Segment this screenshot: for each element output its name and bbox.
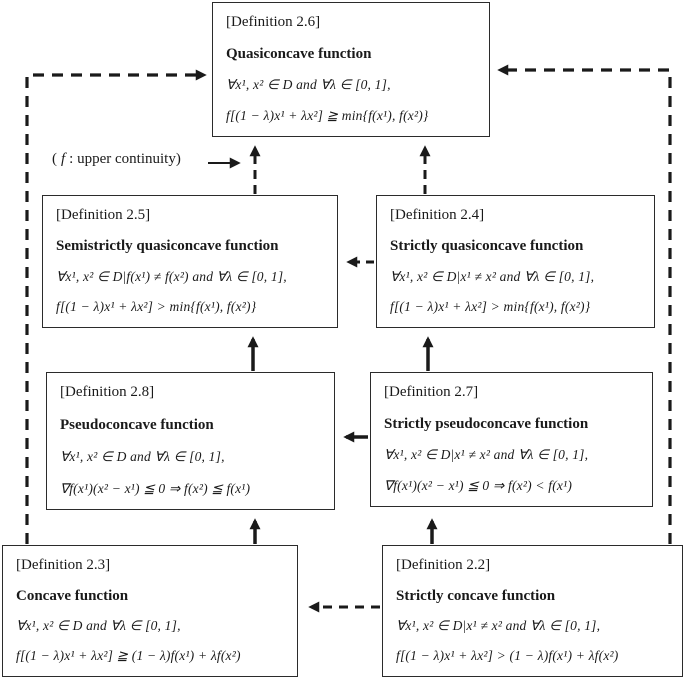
definition-2-4-number: [Definition 2.4]	[390, 207, 485, 223]
definition-2-6-condition: ∀x¹, x² ∈ D and ∀λ ∈ [0, 1],	[226, 77, 391, 93]
definition-2-5-formula: f[(1 − λ)x¹ + λx²] > min{f(x¹), f(x²)}	[56, 299, 257, 314]
definition-2-8-title: Pseudoconcave function	[60, 416, 214, 433]
definition-2-4-box: [Definition 2.4] Strictly quasiconcave f…	[376, 195, 655, 328]
definition-2-5-box: [Definition 2.5] Semistrictly quasiconca…	[42, 195, 338, 328]
definition-2-3-box: [Definition 2.3] Concave function ∀x¹, x…	[2, 545, 298, 677]
definition-2-4-condition: ∀x¹, x² ∈ D|x¹ ≠ x² and ∀λ ∈ [0, 1],	[390, 269, 595, 284]
definition-2-8-box: [Definition 2.8] Pseudoconcave function …	[46, 372, 335, 510]
definition-2-7-condition: ∀x¹, x² ∈ D|x¹ ≠ x² and ∀λ ∈ [0, 1],	[384, 447, 589, 463]
definition-2-3-condition: ∀x¹, x² ∈ D and ∀λ ∈ [0, 1],	[16, 618, 181, 634]
definition-2-8-number: [Definition 2.8]	[60, 384, 155, 400]
arrow-strictly-concave-to-quasiconcave	[497, 64, 672, 544]
definition-2-7-formula: ∇f(x¹)(x² − x¹) ≦ 0 ⇒ f(x²) < f(x¹)	[384, 477, 573, 493]
definition-2-2-formula: f[(1 − λ)x¹ + λx²] > (1 − λ)f(x¹) + λf(x…	[396, 647, 619, 663]
definition-2-5-number: [Definition 2.5]	[56, 207, 151, 223]
upper-continuity-note: (f: upper continuity)	[52, 151, 181, 168]
definition-2-2-number: [Definition 2.2]	[396, 557, 491, 573]
definition-2-4-formula: f[(1 − λ)x¹ + λx²] > min{f(x¹), f(x²)}	[390, 299, 591, 314]
definition-2-5-condition: ∀x¹, x² ∈ D|f(x¹) ≠ f(x²) and ∀λ ∈ [0, 1…	[56, 269, 287, 284]
definition-2-5-title: Semistrictly quasiconcave function	[56, 238, 279, 254]
definition-2-2-box: [Definition 2.2] Strictly concave functi…	[382, 545, 683, 677]
function-symbol: f	[61, 151, 66, 167]
definition-2-2-condition: ∀x¹, x² ∈ D|x¹ ≠ x² and ∀λ ∈ [0, 1],	[396, 618, 601, 634]
definition-2-6-box: [Definition 2.6] Quasiconcave function ∀…	[212, 2, 490, 137]
definition-2-3-number: [Definition 2.3]	[16, 557, 111, 573]
definition-2-7-box: [Definition 2.7] Strictly pseudoconcave …	[370, 372, 653, 507]
definition-2-3-title: Concave function	[16, 587, 129, 604]
definition-2-6-title: Quasiconcave function	[226, 45, 372, 62]
definition-2-6-formula: f[(1 − λ)x¹ + λx²] ≧ min{f(x¹), f(x²)}	[226, 107, 429, 123]
definition-2-6-number: [Definition 2.6]	[226, 14, 321, 30]
definition-2-7-title: Strictly pseudoconcave function	[384, 415, 589, 432]
upper-continuity-open-paren: (	[52, 151, 57, 167]
definition-2-3-formula: f[(1 − λ)x¹ + λx²] ≧ (1 − λ)f(x¹) + λf(x…	[16, 647, 241, 663]
definition-2-8-condition: ∀x¹, x² ∈ D and ∀λ ∈ [0, 1],	[60, 449, 225, 465]
arrow-concave-to-quasiconcave	[25, 69, 207, 544]
definition-2-7-number: [Definition 2.7]	[384, 384, 479, 400]
definition-2-2-title: Strictly concave function	[396, 587, 556, 604]
definition-2-8-formula: ∇f(x¹)(x² − x¹) ≦ 0 ⇒ f(x²) ≦ f(x¹)	[60, 480, 251, 496]
upper-continuity-text: : upper continuity)	[69, 151, 181, 167]
definition-2-4-title: Strictly quasiconcave function	[390, 238, 584, 254]
